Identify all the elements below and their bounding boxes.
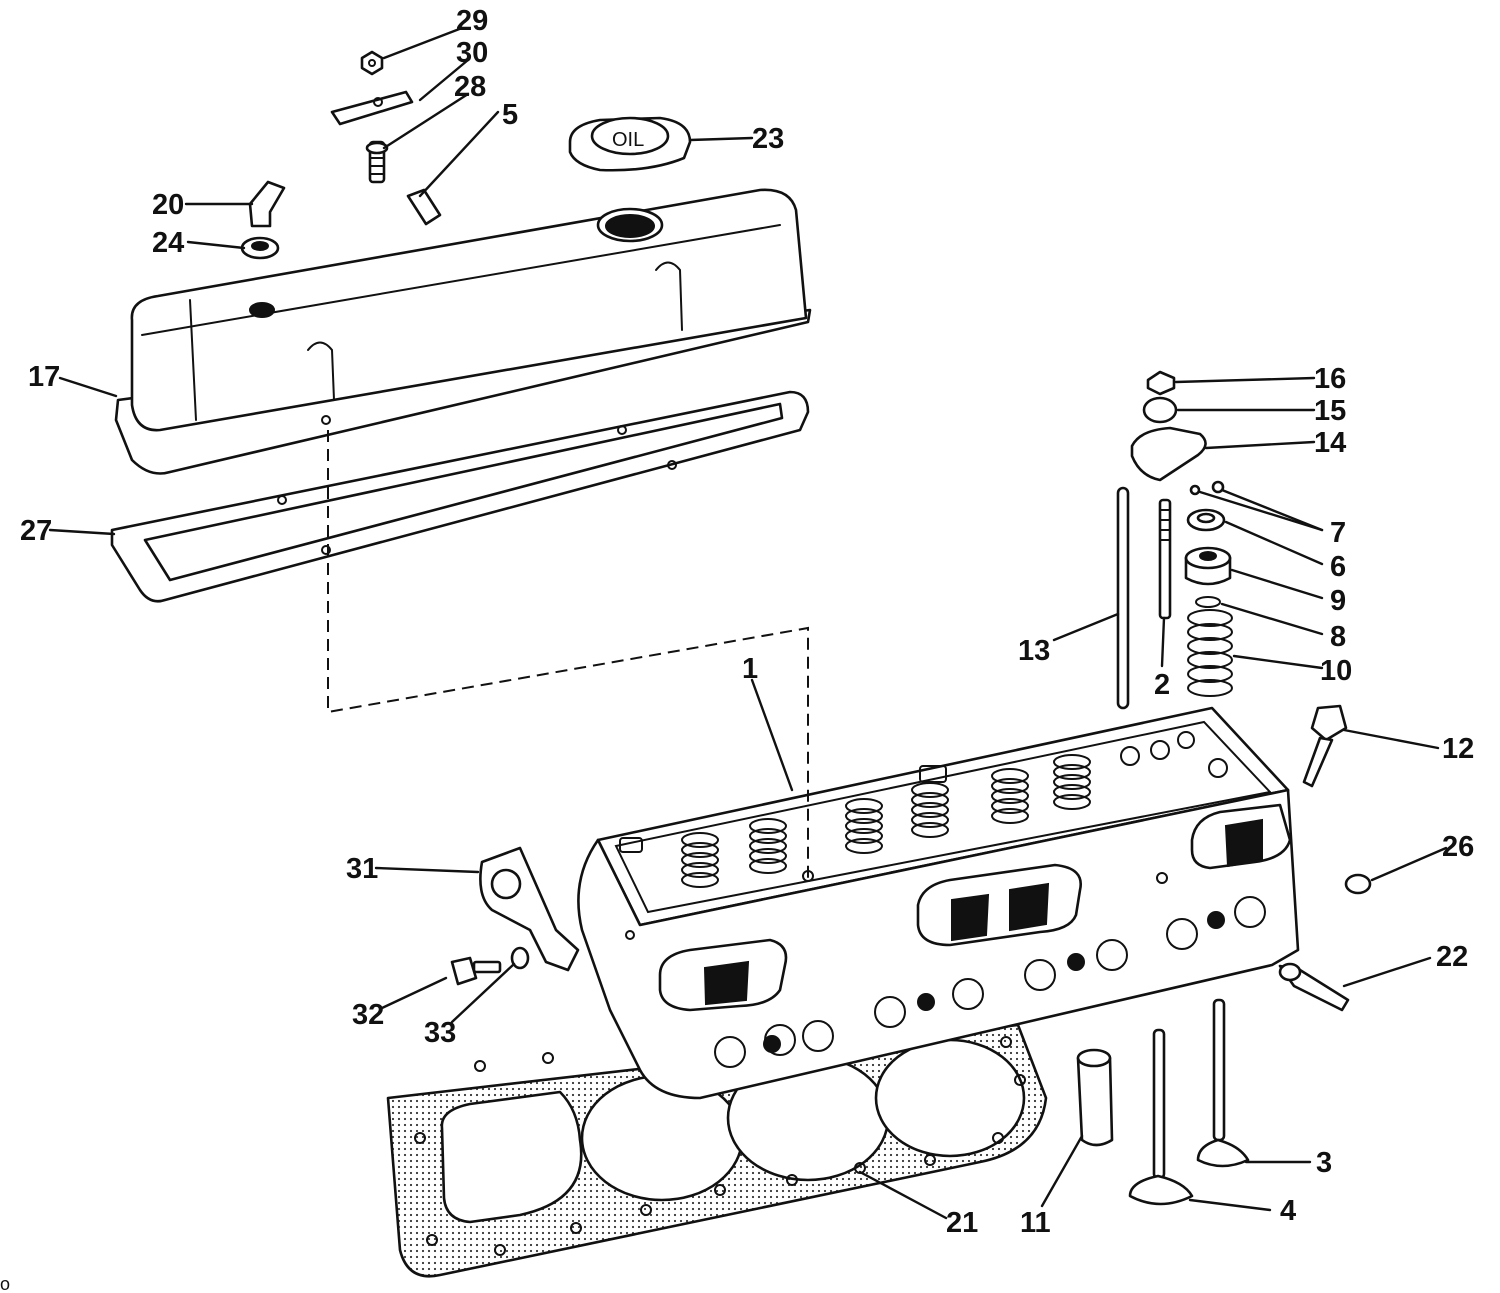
leader-lines [48,26,1448,1220]
callout-12: 12 [1442,733,1474,765]
nut-29 [360,50,384,76]
callout-32: 32 [352,999,384,1031]
callout-8: 8 [1330,621,1346,653]
callout-2: 2 [1154,669,1170,701]
rocker-cover [114,188,812,475]
callout-15: 15 [1314,395,1346,427]
spring-10 [1187,609,1233,697]
bolt-32 [450,956,502,986]
sensor-22 [1278,962,1350,1012]
cylinder-head [577,706,1300,1100]
callout-33: 33 [424,1017,456,1049]
stud-28 [365,140,389,184]
callout-5: 5 [502,99,518,131]
head-gasket [386,1023,1048,1278]
keepers-7 [1189,480,1225,496]
rocker-arm-14 [1130,426,1207,482]
washer-33 [510,946,530,970]
callout-7: 7 [1330,517,1346,549]
retainer-6 [1186,508,1226,532]
oil-cap-23: OIL [568,116,692,172]
nut-16 [1146,370,1176,396]
callout-21: 21 [946,1207,978,1239]
callout-16: 16 [1314,363,1346,395]
grommet-24 [240,236,280,260]
callout-6: 6 [1330,551,1346,583]
callout-23: 23 [752,123,784,155]
callout-13: 13 [1018,635,1050,667]
callout-labels: 1 2 3 4 5 6 7 8 9 10 11 12 13 14 15 16 1… [0,5,1474,1293]
valve-3 [1196,998,1250,1168]
callout-27: 27 [20,515,52,547]
stud-2 [1158,498,1172,620]
corner-mark: o [0,1274,10,1293]
callout-10: 10 [1320,655,1352,687]
callout-3: 3 [1316,1147,1332,1179]
callout-14: 14 [1314,427,1346,459]
callout-11: 11 [1020,1207,1051,1239]
callout-1: 1 [742,653,758,685]
bolt-12 [1302,704,1348,788]
clip-30 [330,90,414,126]
callout-29: 29 [456,5,488,37]
o-ring-8 [1195,596,1221,608]
callout-26: 26 [1442,831,1474,863]
ball-15 [1142,396,1178,424]
callout-17: 17 [28,361,60,393]
callout-24: 24 [152,227,184,259]
callout-28: 28 [454,71,486,103]
callout-20: 20 [152,189,184,221]
plug-26 [1344,873,1372,895]
callout-30: 30 [456,37,488,69]
valve-4 [1128,1028,1194,1206]
oil-cap-text: OIL [612,129,644,151]
callout-9: 9 [1330,585,1346,617]
callout-4: 4 [1280,1195,1296,1227]
pushrod-13 [1116,486,1130,710]
valve-guide-11 [1076,1048,1114,1147]
callout-22: 22 [1436,941,1468,973]
bracket-31 [479,846,580,972]
elbow-20 [248,180,286,228]
seal-9 [1184,546,1232,586]
callout-31: 31 [346,853,378,885]
bracket-5 [406,188,442,226]
alignment-dashed-line [327,430,809,880]
cover-gasket [110,390,810,603]
